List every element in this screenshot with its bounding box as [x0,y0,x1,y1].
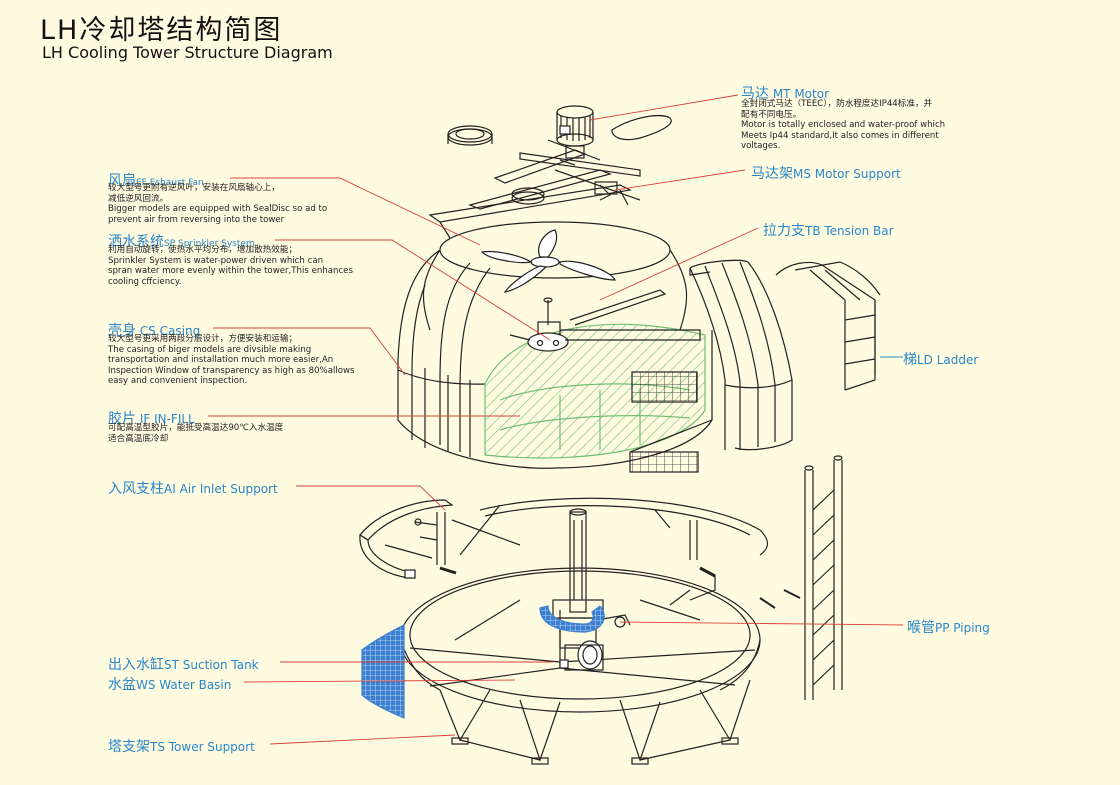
page-subtitle: LH Cooling Tower Structure Diagram [42,43,333,62]
fan-drawing [480,229,616,293]
label-water-basin: 水盆WS Water Basin [108,677,232,693]
leader-motor-support [614,169,746,191]
desc-motor: 全封闭式马达（TEEC），防水程度达IP44标准，并 配有不同电压。 Motor… [741,99,946,152]
label-motor-support: 马达架MS Motor Support [751,166,901,182]
belt-drawing [611,115,672,141]
leader-motor [589,94,739,121]
left-louver-drawing [361,624,405,719]
motor-support-drawing [428,149,641,239]
lower-ladder-drawing [804,455,843,700]
label-exhaust-fan: 风扇EF Eshaust Fan [108,173,204,189]
fan-shroud-ring-drawing [447,125,493,146]
desc-casing: 较大型号更采用两段分层设计，方便安装和运输； The casing of big… [108,334,355,387]
label-motor-en: MT Motor [772,87,830,101]
label-tower-support: 塔支架TS Tower Support [108,739,255,755]
air-inlet-support-drawing [359,499,801,609]
label-motor-zh: 马达 [741,86,769,102]
leader-exhaust-fan [230,177,481,246]
sprinkler-drawing [509,289,701,352]
leader-tower-support [269,734,456,745]
center-louver-drawing [539,605,605,633]
page-title: LH冷却塔结构简图 [40,15,283,46]
leader-piping [619,621,904,626]
water-basin-drawing [399,567,761,713]
leader-lines [208,94,904,745]
label-sprinkler: 洒水系统SP Sprinkler System [108,234,255,250]
label-piping: 喉管PP Piping [907,620,990,636]
label-casing: 壳身 CS Casing [108,323,201,339]
leader-water-basin [243,679,516,683]
leader-casing [213,327,406,376]
desc-sprinkler: 利用自动旋转，使热水平均分布，增加散热效能； Sprinkler System … [108,245,353,287]
upper-ladder-drawing [775,261,881,391]
label-motor: 马达 MT Motor [741,83,829,103]
basin-ring-drawing [479,497,769,556]
leader-tension-bar [599,227,759,301]
leader-air-inlet [296,485,446,511]
label-infill: 胶片 IF IN-FILL [108,411,195,427]
label-air-inlet: 入风支柱AI Air Inlet Support [108,481,278,497]
tower-support-drawing [439,679,751,765]
suction-tank-drawing [552,508,631,671]
desc-exhaust-fan: 较大型号更附有逆风叶，安装在风扇轴心上， 减低逆风回流。 Bigger mode… [108,183,328,225]
desc-infill: 可配高温型胶片，能抵受高温达90℃入水温度 适合高温底冷却 [108,423,284,444]
label-ladder: 梯LD Ladder [903,352,979,368]
side-panel-drawing [689,259,793,451]
label-suction-tank: 出入水缸ST Suction Tank [108,657,259,673]
leader-sprinkler [275,239,551,341]
label-tension-bar: 拉力支TB Tension Bar [763,223,894,239]
